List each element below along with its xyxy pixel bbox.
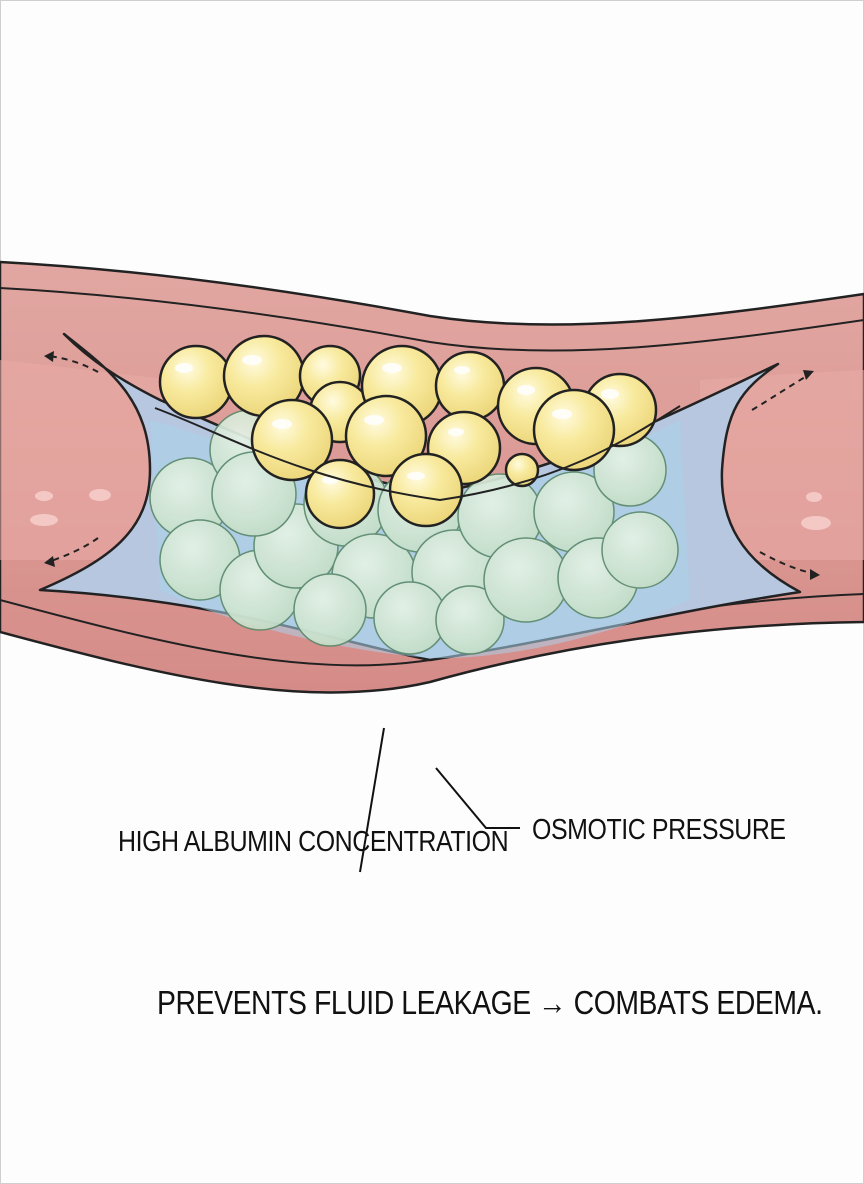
osmotic-leader-line	[436, 768, 520, 828]
wall-spot	[801, 516, 831, 530]
label-osmotic-pressure: OSMOTIC PRESSURE	[532, 814, 786, 847]
wall-spot	[89, 489, 111, 501]
wall-spot	[806, 492, 822, 502]
caption: PREVENTS FLUID LEAKAGE → COMBATS EDEMA.	[157, 984, 823, 1022]
wall-spot	[30, 514, 58, 526]
label-high-albumin: HIGH ALBUMIN CONCENTRATION	[118, 826, 508, 859]
wall-spot	[35, 491, 53, 501]
